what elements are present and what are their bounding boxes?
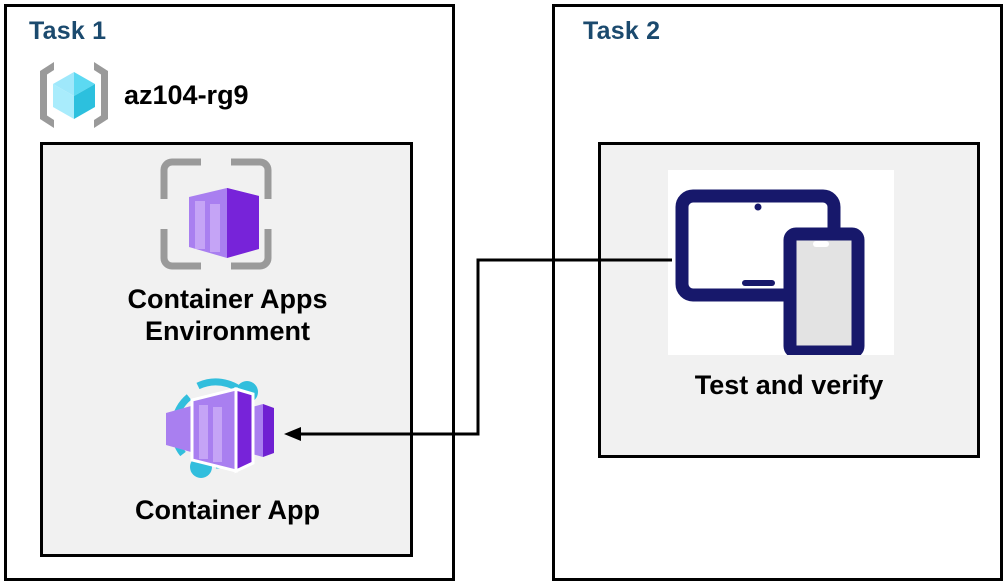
devices-test-icon: [675, 189, 865, 355]
task-2-title: Task 2: [583, 17, 661, 45]
container-apps-environment-label: Container Apps Environment: [50, 284, 405, 348]
container-app-label: Container App: [135, 495, 320, 525]
resource-group-label: az104-rg9: [124, 79, 249, 110]
container-app-icon: [166, 378, 274, 478]
test-and-verify-image-frame: [668, 170, 894, 355]
task-1-title: Task 1: [29, 17, 107, 45]
resource-group-cube-icon: [40, 62, 108, 128]
cae-label-line-1: Container Apps: [127, 284, 328, 314]
cae-label-line-2: Environment: [144, 315, 311, 346]
container-apps-environment-icon: [160, 158, 272, 270]
resource-group-header: az104-rg9: [36, 58, 249, 132]
test-and-verify-label: Test and verify: [694, 370, 884, 400]
